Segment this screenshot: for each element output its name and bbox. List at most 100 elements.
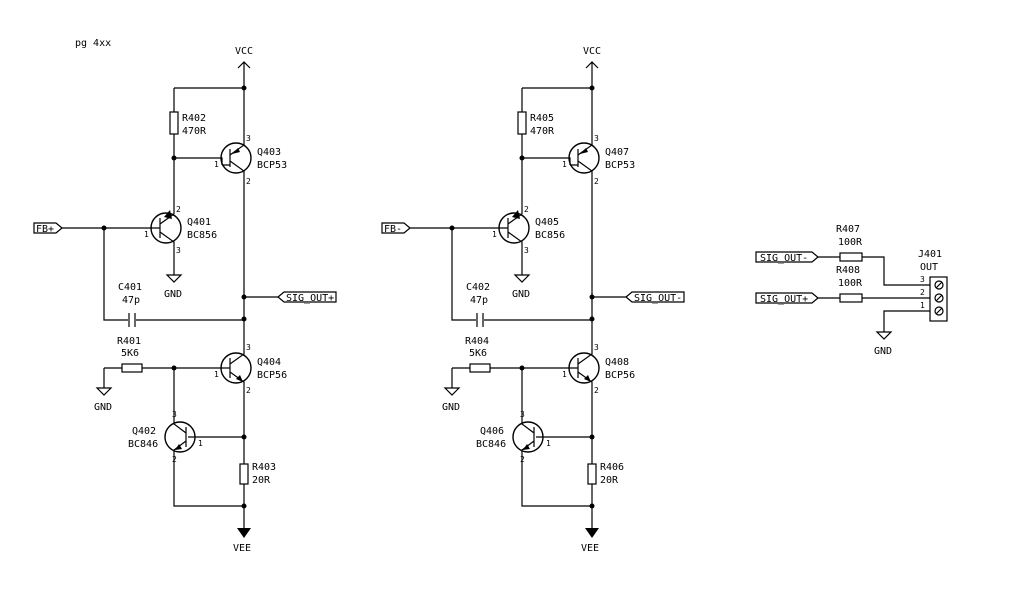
resistor-base[interactable] xyxy=(469,363,491,373)
connector-j401[interactable] xyxy=(929,276,948,322)
schematic-label: 3 xyxy=(172,410,177,419)
schematic-label: Q407 xyxy=(605,147,629,158)
schematic-label: OUT xyxy=(920,262,938,273)
net-label-input[interactable]: FB- xyxy=(381,222,411,235)
schematic-label: C402 xyxy=(466,282,490,293)
connector-screw-terminals xyxy=(934,280,944,316)
schematic-label: R404 xyxy=(465,336,489,347)
resistor-bottom[interactable] xyxy=(587,463,597,485)
schematic-label: Q405 xyxy=(535,217,559,228)
page-note: pg 4xx xyxy=(75,38,111,49)
resistor-r407[interactable] xyxy=(839,252,863,262)
schematic-label: 20R xyxy=(252,475,271,486)
schematic-label: 2 xyxy=(594,177,599,186)
schematic-label: GND xyxy=(874,346,892,357)
schematic-label: SIG_OUT+ xyxy=(286,293,334,304)
schematic-label: J401 xyxy=(918,249,942,260)
schematic-label: 2 xyxy=(246,386,251,395)
net-label-sig-out-minus[interactable]: SIG_OUT- xyxy=(755,251,819,264)
schematic-label: 2 xyxy=(524,205,529,214)
schematic-label: 47p xyxy=(122,295,140,306)
channel-negative: VCC R405 470R 1 3 2 Q407 BCP53 SIG_OUT- … xyxy=(381,46,685,554)
schematic-label: FB- xyxy=(384,224,402,235)
schematic-label: 2 xyxy=(594,386,599,395)
schematic-label: BCP56 xyxy=(257,370,287,381)
vcc-power-symbol: VCC xyxy=(583,46,601,88)
schematic-label: BC846 xyxy=(128,439,158,450)
schematic-label: Q404 xyxy=(257,357,281,368)
schematic-label: SIG_OUT+ xyxy=(760,294,808,305)
schematic-label: 3 xyxy=(246,134,251,143)
schematic-label: BC846 xyxy=(476,439,506,450)
schematic-label: R403 xyxy=(252,462,276,473)
schematic-label: BCP56 xyxy=(605,370,635,381)
ground-symbol xyxy=(443,387,461,396)
schematic-label: 1 xyxy=(920,301,925,310)
resistor-r408[interactable] xyxy=(839,293,863,303)
schematic-label: GND xyxy=(442,402,460,413)
transistor-input[interactable] xyxy=(498,210,530,250)
schematic-label: BCP53 xyxy=(257,160,287,171)
schematic-label: 2 xyxy=(176,205,181,214)
transistor-upper[interactable] xyxy=(568,140,600,176)
transistor-lower[interactable] xyxy=(568,350,600,388)
schematic-label: 1 xyxy=(562,160,567,169)
resistor-base[interactable] xyxy=(121,363,143,373)
schematic-label: Q402 xyxy=(132,426,156,437)
schematic-label: 3 xyxy=(524,246,529,255)
schematic-label: SIG_OUT- xyxy=(760,253,808,264)
schematic-label: 2 xyxy=(920,288,925,297)
schematic-label: R405 xyxy=(530,113,554,124)
schematic-label: 1 xyxy=(214,160,219,169)
schematic-label: 3 xyxy=(520,410,525,419)
output-connector-section: SIG_OUT- SIG_OUT+ R407 100R R408 100R J4… xyxy=(755,224,948,357)
schematic-label: GND xyxy=(512,289,530,300)
resistor-bottom[interactable] xyxy=(239,463,249,485)
schematic-label: 1 xyxy=(492,230,497,239)
schematic-label: 100R xyxy=(838,278,863,289)
capacitor[interactable] xyxy=(128,313,136,327)
transistor-upper[interactable] xyxy=(220,140,252,176)
schematic-label: 1 xyxy=(546,439,551,448)
transistor-lower[interactable] xyxy=(220,350,252,388)
schematic-label: GND xyxy=(164,289,182,300)
vcc-power-symbol: VCC xyxy=(235,46,253,88)
resistor-top[interactable] xyxy=(517,111,527,135)
schematic-label: SIG_OUT- xyxy=(634,293,682,304)
schematic-label: 3 xyxy=(594,134,599,143)
schematic-label: R402 xyxy=(182,113,206,124)
transistor-input[interactable] xyxy=(150,210,182,250)
schematic-label: 1 xyxy=(214,370,219,379)
transistor-limit[interactable] xyxy=(164,420,196,455)
schematic-label: 1 xyxy=(198,439,203,448)
schematic-label: VEE xyxy=(233,543,251,554)
schematic-label: Q403 xyxy=(257,147,281,158)
net-label-output[interactable]: SIG_OUT- xyxy=(625,291,685,304)
vee-power-symbol: VEE xyxy=(581,528,599,554)
capacitor[interactable] xyxy=(476,313,484,327)
schematic-label: 1 xyxy=(144,230,149,239)
net-label-sig-out-plus[interactable]: SIG_OUT+ xyxy=(755,292,819,305)
resistor-top[interactable] xyxy=(169,111,179,135)
schematic-label: R406 xyxy=(600,462,624,473)
net-label-input[interactable]: FB+ xyxy=(33,222,63,235)
schematic-label: 470R xyxy=(530,126,555,137)
ground-symbol xyxy=(165,274,183,283)
schematic-label: 1 xyxy=(562,370,567,379)
schematic-label: R408 xyxy=(836,265,860,276)
schematic-label: BC856 xyxy=(187,230,217,241)
schematic-label: 20R xyxy=(600,475,619,486)
schematic-label: GND xyxy=(94,402,112,413)
schematic-label: BCP53 xyxy=(605,160,635,171)
schematic-label: R407 xyxy=(836,224,860,235)
schematic-label: C401 xyxy=(118,282,142,293)
schematic-label: 5K6 xyxy=(469,348,487,359)
transistor-limit[interactable] xyxy=(512,420,544,455)
schematic-label: FB+ xyxy=(36,224,54,235)
schematic-label: R401 xyxy=(117,336,141,347)
net-label-output[interactable]: SIG_OUT+ xyxy=(277,291,337,304)
schematic-label: 3 xyxy=(246,343,251,352)
ground-symbol xyxy=(513,274,531,283)
